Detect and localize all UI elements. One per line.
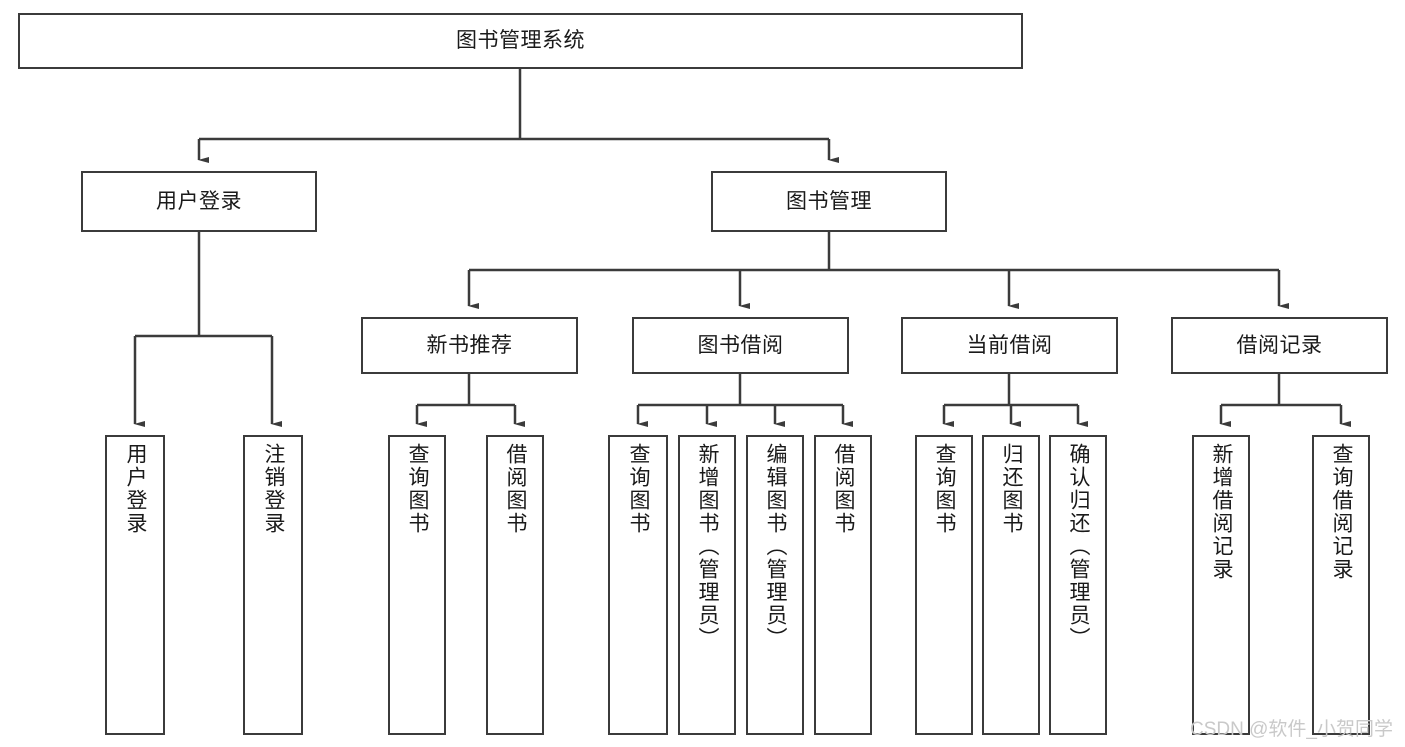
node-current-borrow-label: 当前借阅 <box>966 333 1053 357</box>
leaf-borrow-book[interactable]: 借阅图书 <box>814 435 872 735</box>
node-new-book-recommend[interactable]: 新书推荐 <box>361 317 578 374</box>
node-root-label: 图书管理系统 <box>456 29 585 53</box>
leaf-edit-book-label: 编辑图书（管理员） <box>764 443 788 650</box>
node-book-borrow[interactable]: 图书借阅 <box>632 317 849 374</box>
leaf-query-book-borrow-label: 查询图书 <box>627 443 651 535</box>
node-book-management[interactable]: 图书管理 <box>711 171 947 232</box>
leaf-user-login[interactable]: 用户登录 <box>105 435 165 735</box>
leaf-user-logout-label: 注销登录 <box>262 443 286 535</box>
leaf-user-logout[interactable]: 注销登录 <box>243 435 303 735</box>
leaf-query-borrow-record[interactable]: 查询借阅记录 <box>1312 435 1370 735</box>
node-root[interactable]: 图书管理系统 <box>18 13 1023 69</box>
node-user-login[interactable]: 用户登录 <box>81 171 317 232</box>
node-book-management-label: 图书管理 <box>786 189 872 213</box>
node-user-login-label: 用户登录 <box>156 189 242 213</box>
leaf-query-book-current-label: 查询图书 <box>933 443 957 535</box>
leaf-add-borrow-record-label: 新增借阅记录 <box>1210 443 1234 581</box>
leaf-query-book-borrow[interactable]: 查询图书 <box>608 435 668 735</box>
leaf-query-book-recommend-label: 查询图书 <box>406 443 430 535</box>
leaf-edit-book[interactable]: 编辑图书（管理员） <box>746 435 804 735</box>
leaf-borrow-book-recommend-label: 借阅图书 <box>504 443 528 535</box>
leaf-query-book-recommend[interactable]: 查询图书 <box>388 435 446 735</box>
node-borrow-record[interactable]: 借阅记录 <box>1171 317 1388 374</box>
leaf-confirm-return[interactable]: 确认归还（管理员） <box>1049 435 1107 735</box>
leaf-return-book-label: 归还图书 <box>1000 443 1024 535</box>
leaf-confirm-return-label: 确认归还（管理员） <box>1067 443 1091 650</box>
leaf-add-book-label: 新增图书（管理员） <box>696 443 720 650</box>
node-borrow-record-label: 借阅记录 <box>1236 333 1323 357</box>
csdn-watermark: CSDN @软件_小贺同学 <box>1190 719 1393 740</box>
node-book-borrow-label: 图书借阅 <box>697 333 784 357</box>
leaf-borrow-book-label: 借阅图书 <box>832 443 856 535</box>
leaf-user-login-label: 用户登录 <box>124 443 148 535</box>
node-new-book-recommend-label: 新书推荐 <box>426 333 513 357</box>
leaf-add-book[interactable]: 新增图书（管理员） <box>678 435 736 735</box>
leaf-add-borrow-record[interactable]: 新增借阅记录 <box>1192 435 1250 735</box>
leaf-query-book-current[interactable]: 查询图书 <box>915 435 973 735</box>
node-current-borrow[interactable]: 当前借阅 <box>901 317 1118 374</box>
leaf-borrow-book-recommend[interactable]: 借阅图书 <box>486 435 544 735</box>
leaf-query-borrow-record-label: 查询借阅记录 <box>1330 443 1354 581</box>
leaf-return-book[interactable]: 归还图书 <box>982 435 1040 735</box>
